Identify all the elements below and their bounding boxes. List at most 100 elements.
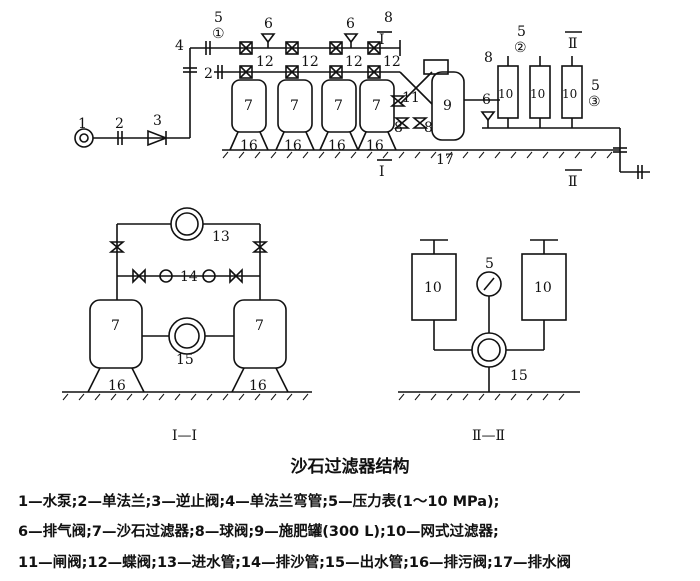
label-5c: 5 <box>591 78 600 94</box>
label-sec2-top: Ⅱ <box>568 36 578 52</box>
hatch-mark <box>478 393 485 401</box>
hatch-mark <box>414 151 421 159</box>
view-label-i: Ⅰ—Ⅰ <box>172 428 197 444</box>
hatch-mark <box>62 393 69 401</box>
label-4: 4 <box>175 38 184 54</box>
hatch-mark <box>126 393 133 401</box>
label-11: 11 <box>402 90 420 106</box>
label-5d: 5 <box>485 256 494 272</box>
hatch-mark <box>318 151 325 159</box>
hatch-mark <box>542 151 549 159</box>
label-9: 9 <box>443 98 452 114</box>
label-8c: 8 <box>424 120 433 136</box>
label-7e: 7 <box>111 318 120 334</box>
hatch-mark <box>270 151 277 159</box>
diagram-title: 沙石过滤器结构 <box>290 457 410 477</box>
hatch-mark <box>606 151 613 159</box>
legend-line-1: 1—水泵;2—单法兰;3—逆止阀;4—单法兰弯管;5—压力表(1～10 MPa)… <box>18 494 500 510</box>
hatch-mark <box>558 151 565 159</box>
label-16b: 16 <box>284 138 302 154</box>
hatch-mark <box>286 393 293 401</box>
hatch-mark <box>398 393 405 401</box>
label-16d: 16 <box>366 138 384 154</box>
hatch-mark <box>526 393 533 401</box>
hatch-mark <box>302 151 309 159</box>
label-8b: 8 <box>394 120 403 136</box>
hatch-mark <box>190 393 197 401</box>
hatch-mark <box>398 151 405 159</box>
label-2: 2 <box>115 116 124 132</box>
hatch-mark <box>174 393 181 401</box>
label-16e: 16 <box>108 378 126 394</box>
label-c1: ① <box>212 26 225 42</box>
label-10d: 10 <box>424 280 442 296</box>
butterfly-valves <box>239 41 381 79</box>
hatch-mark <box>94 393 101 401</box>
hatch-mark <box>78 393 85 401</box>
hatch-mark <box>446 393 453 401</box>
hatch-mark <box>542 393 549 401</box>
hatch-mark <box>430 393 437 401</box>
hatch-mark <box>414 393 421 401</box>
label-12a: 12 <box>256 54 274 70</box>
label-10b: 10 <box>530 87 545 101</box>
label-15b: 15 <box>510 368 528 384</box>
hatch-mark <box>494 393 501 401</box>
hatch-mark <box>302 393 309 401</box>
hatch-mark <box>222 393 229 401</box>
label-10a: 10 <box>498 87 513 101</box>
legend-line-2: 6—排气阀;7—沙石过滤器;8—球阀;9—施肥罐(300 L);10—网式过滤器… <box>18 524 499 540</box>
hatch-mark <box>110 393 117 401</box>
hatch-mark <box>206 393 213 401</box>
hatch-mark <box>334 151 341 159</box>
label-c3: ③ <box>588 94 601 110</box>
label-5b: 5 <box>517 24 526 40</box>
sand-filter-left <box>89 299 143 369</box>
label-3: 3 <box>153 113 162 129</box>
hatch-mark <box>238 393 245 401</box>
label-6b: 6 <box>346 16 355 32</box>
hatch-mark <box>158 393 165 401</box>
label-16f: 16 <box>249 378 267 394</box>
label-7d: 7 <box>372 98 381 114</box>
ground-hatch <box>62 151 613 401</box>
hatch-mark <box>462 151 469 159</box>
hatch-mark <box>510 151 517 159</box>
label-14: 14 <box>180 269 198 285</box>
label-sec1-top: Ⅰ <box>379 32 385 48</box>
label-16c: 16 <box>328 138 346 154</box>
label-2b: 2 <box>204 66 213 82</box>
label-6c: 6 <box>482 92 491 108</box>
label-13: 13 <box>212 229 230 245</box>
label-7a: 7 <box>244 98 253 114</box>
label-12c: 12 <box>345 54 363 70</box>
hatch-mark <box>526 151 533 159</box>
outlet-pipe-ii <box>471 332 507 368</box>
label-8: 8 <box>384 10 393 26</box>
hatch-mark <box>222 151 229 159</box>
label-10e: 10 <box>534 280 552 296</box>
label-10c: 10 <box>562 87 577 101</box>
hatch-mark <box>494 151 501 159</box>
hatch-mark <box>574 151 581 159</box>
label-sec1-bot: Ⅰ <box>379 164 385 180</box>
hatch-mark <box>590 151 597 159</box>
hatch-mark <box>350 151 357 159</box>
check-valve-symbol <box>147 129 169 147</box>
label-1: 1 <box>78 116 87 132</box>
mesh-filters <box>482 56 620 129</box>
view-label-ii: Ⅱ—Ⅱ <box>472 428 505 444</box>
sand-filter-right <box>233 299 287 369</box>
label-7c: 7 <box>334 98 343 114</box>
sand-filter-tanks <box>229 79 397 151</box>
hatch-mark <box>254 151 261 159</box>
label-c2: ② <box>514 40 527 56</box>
legend-line-3: 11—闸阀;12—蝶阀;13—进水管;14—排沙管;15—出水管;16—排污阀;… <box>18 555 572 571</box>
hatch-mark <box>142 393 149 401</box>
label-5: 5 <box>214 10 223 26</box>
label-6: 6 <box>264 16 273 32</box>
hatch-mark <box>286 151 293 159</box>
label-12b: 12 <box>301 54 319 70</box>
hatch-mark <box>382 151 389 159</box>
